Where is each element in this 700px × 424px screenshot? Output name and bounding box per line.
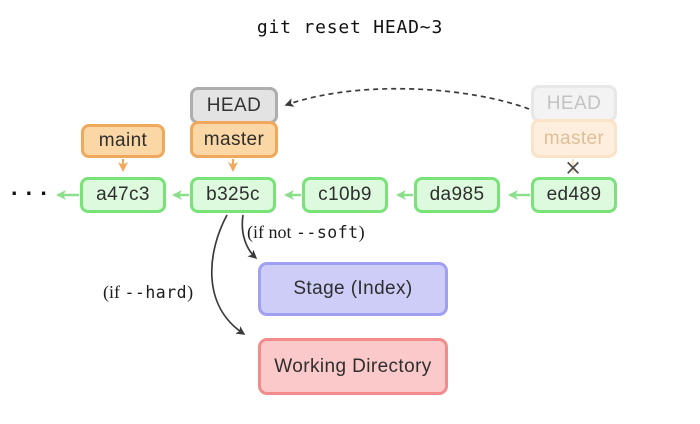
commit-node-da985: da985 xyxy=(414,177,500,213)
history-ellipsis: ··· xyxy=(11,180,55,206)
stage-index-box: Stage (Index) xyxy=(258,262,448,316)
commit-node-a47c3: a47c3 xyxy=(80,177,166,213)
diagram-title: git reset HEAD~3 xyxy=(256,17,444,38)
hard-condition-suffix: ) xyxy=(187,282,194,302)
soft-condition-label: (if not --soft) xyxy=(247,222,365,243)
commit-node-c10b9: c10b9 xyxy=(302,177,388,213)
commit-node-ed489: ed489 xyxy=(531,177,617,213)
working-directory-box: Working Directory xyxy=(258,338,448,395)
soft-flag: --soft xyxy=(296,223,359,242)
commit-node-b325c: b325c xyxy=(190,177,276,213)
branch-label-maint: maint xyxy=(81,124,165,158)
faded-master-label: master xyxy=(531,119,617,158)
soft-condition-prefix: (if not xyxy=(247,222,296,242)
hard-condition-label: (if --hard) xyxy=(103,282,193,303)
arrow-head-move-dashed xyxy=(284,87,530,110)
hard-flag: --hard xyxy=(124,283,188,302)
soft-condition-suffix: ) xyxy=(358,222,365,242)
removed-pointer-cross: × xyxy=(564,155,582,180)
arrow-reset-to-stage xyxy=(241,214,258,259)
branch-label-master: master xyxy=(190,121,278,158)
hard-condition-prefix: (if xyxy=(103,282,125,302)
head-label: HEAD xyxy=(190,87,278,124)
arrow-reset-to-workdir xyxy=(210,214,246,335)
faded-head-label: HEAD xyxy=(531,85,617,122)
